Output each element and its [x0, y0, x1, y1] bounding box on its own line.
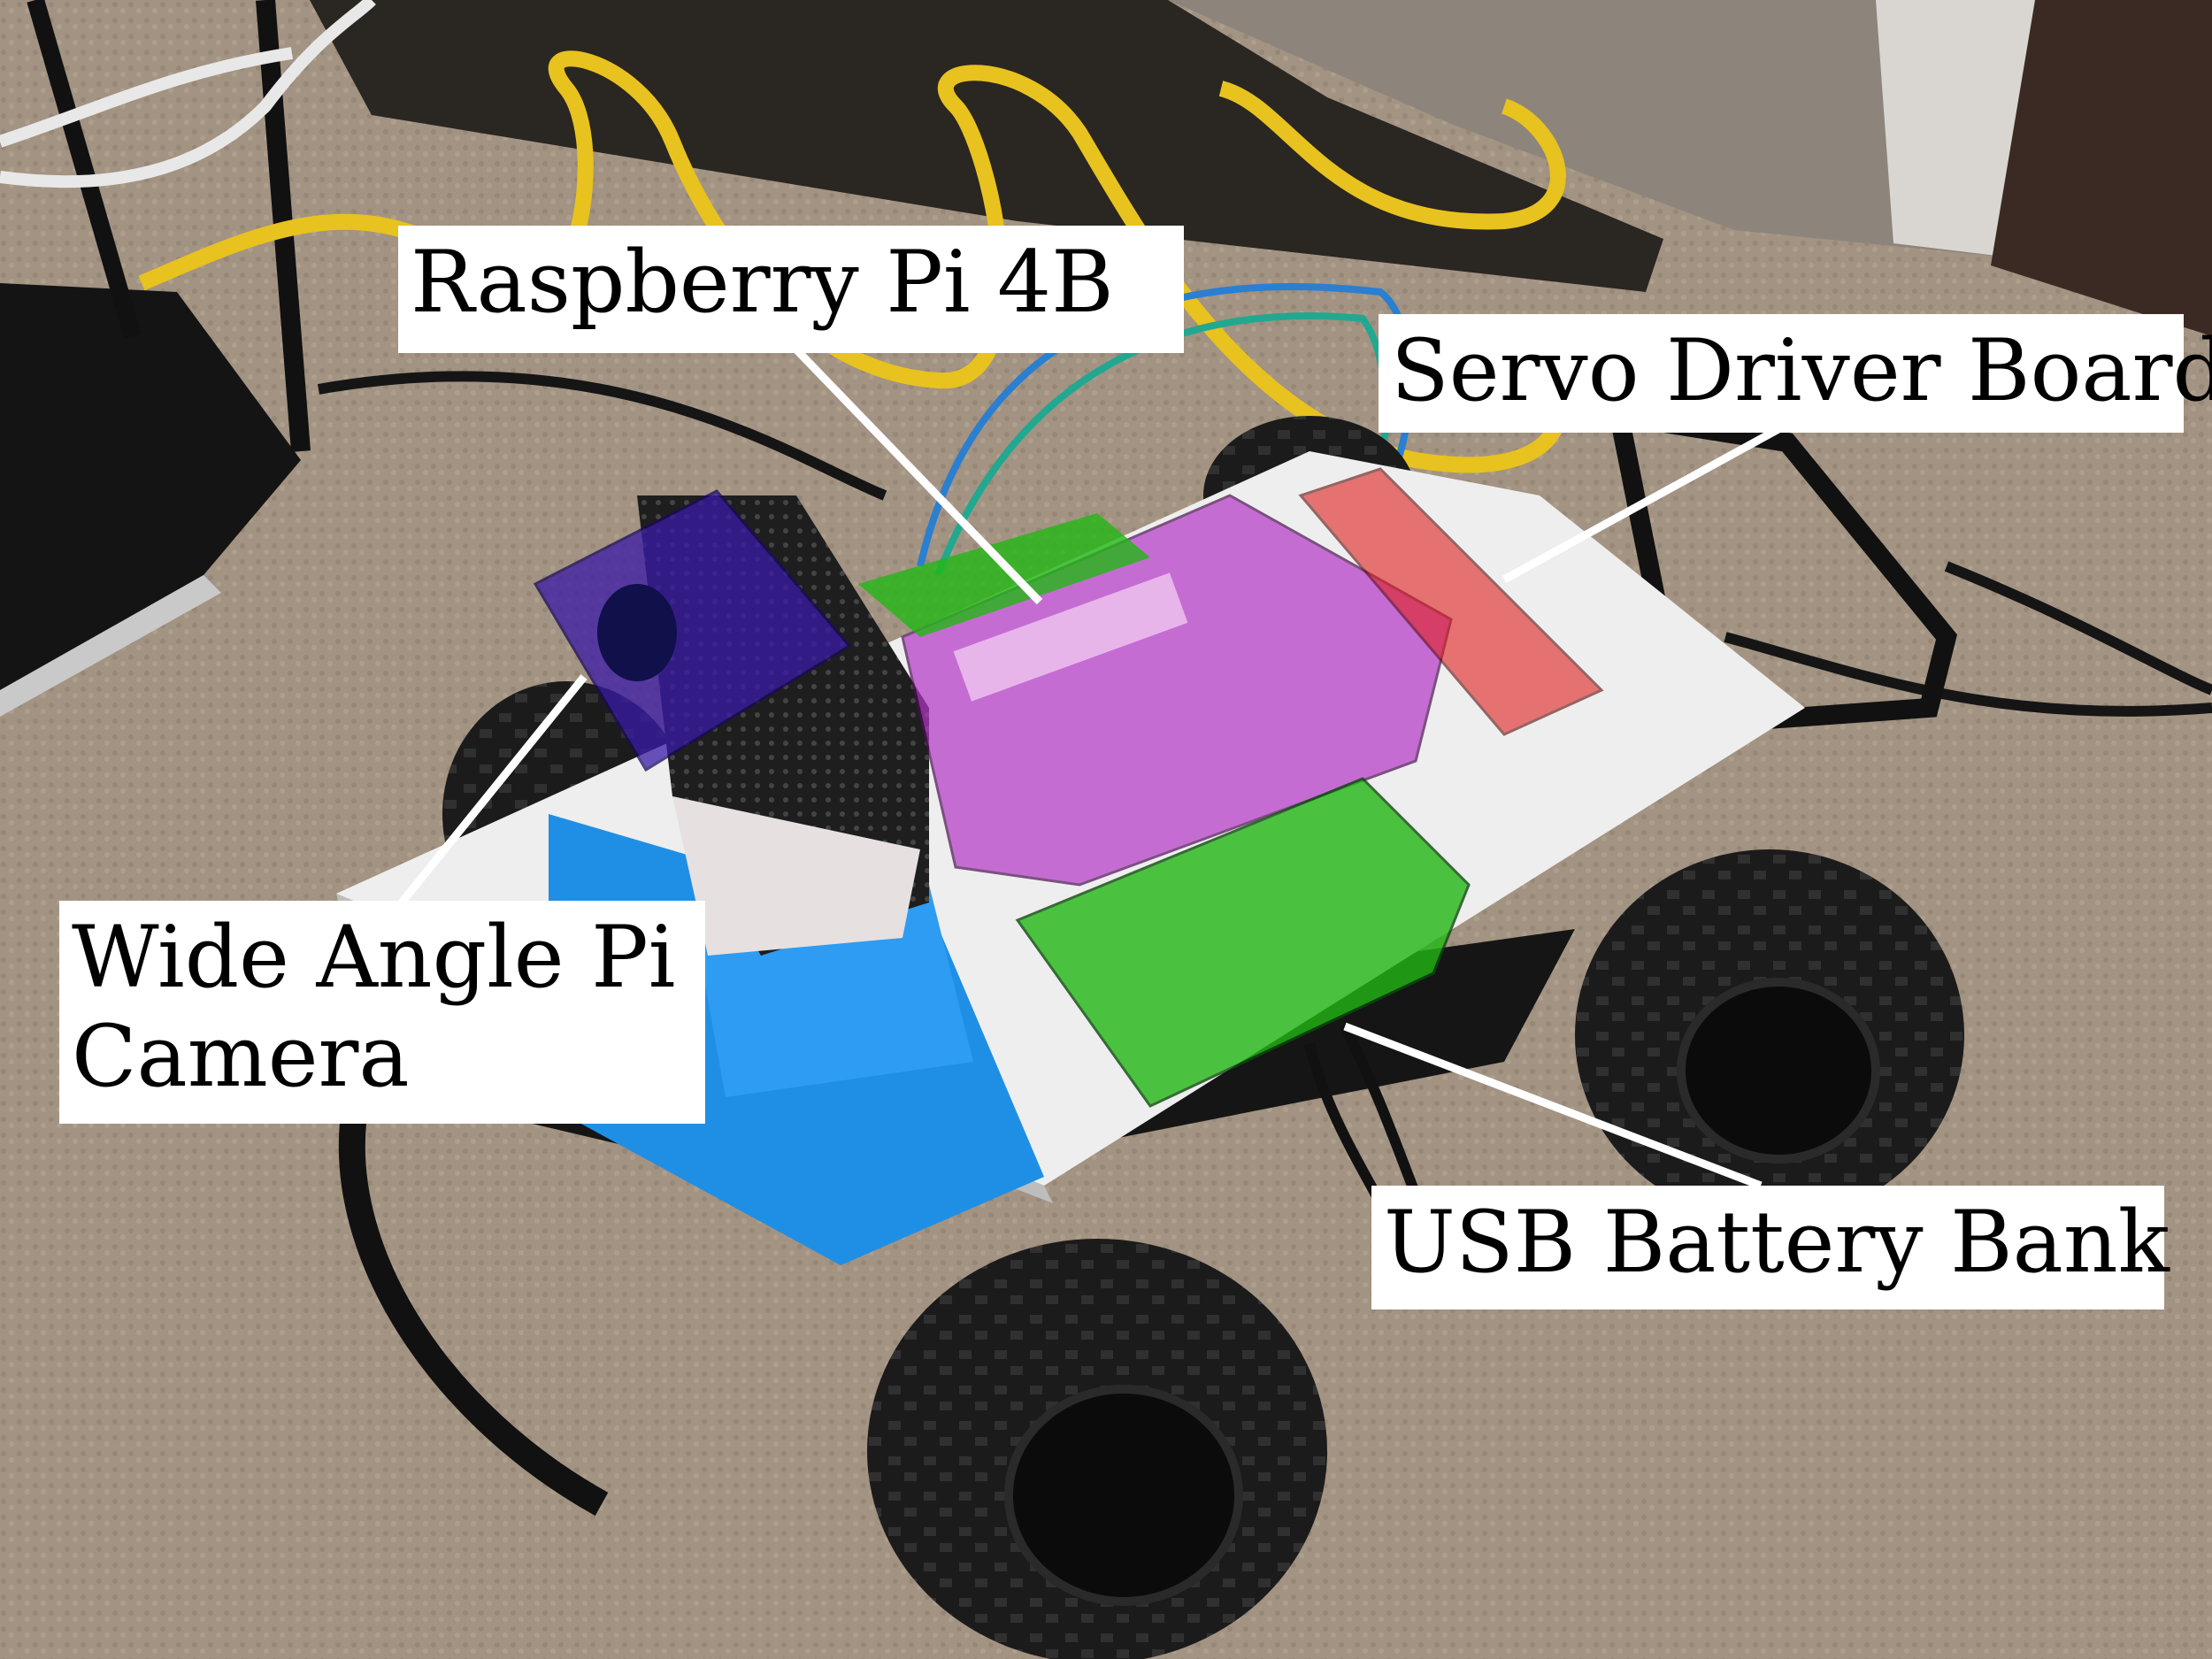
ribbon-cable	[953, 572, 1188, 702]
label-raspberry-pi: Raspberry Pi 4B	[398, 226, 1184, 353]
leader-line-usb	[1343, 1022, 1763, 1190]
label-camera-line2: Camera	[72, 1007, 410, 1106]
battery-highlight	[1015, 777, 1471, 1108]
camera-highlight	[533, 489, 852, 772]
wall-panel-light	[1876, 0, 2035, 257]
leader-line-raspberry-pi	[793, 346, 1043, 605]
wall-panel	[1168, 0, 2035, 257]
servo-driver-highlight	[1298, 467, 1604, 736]
front-bumper	[338, 1113, 609, 1517]
white-cable	[0, 0, 376, 188]
label-servo-driver: Servo Driver Board	[1379, 314, 2212, 433]
pi-case-highlight	[858, 513, 1150, 637]
foam-mount-tape	[672, 796, 920, 956]
camera-lens	[597, 584, 677, 681]
yellow-cable	[1218, 81, 1566, 230]
leader-line-camera	[395, 674, 588, 910]
router-edge	[0, 575, 221, 717]
router-antenna	[27, 0, 142, 339]
label-camera: Wide Angle Pi Camera	[59, 901, 705, 1124]
rear-chassis	[1607, 403, 1958, 736]
label-usb-battery: USB Battery Bank	[1371, 1186, 2170, 1310]
router	[0, 283, 301, 690]
wheel-front-right-rim	[1004, 1385, 1243, 1606]
leader-line-servo	[1502, 426, 1781, 583]
label-camera-line1: Wide Angle Pi	[72, 908, 676, 1007]
furniture-base	[310, 0, 1663, 292]
wheel-rear-right-rim	[1677, 978, 1880, 1164]
baseboard	[1991, 0, 2212, 336]
